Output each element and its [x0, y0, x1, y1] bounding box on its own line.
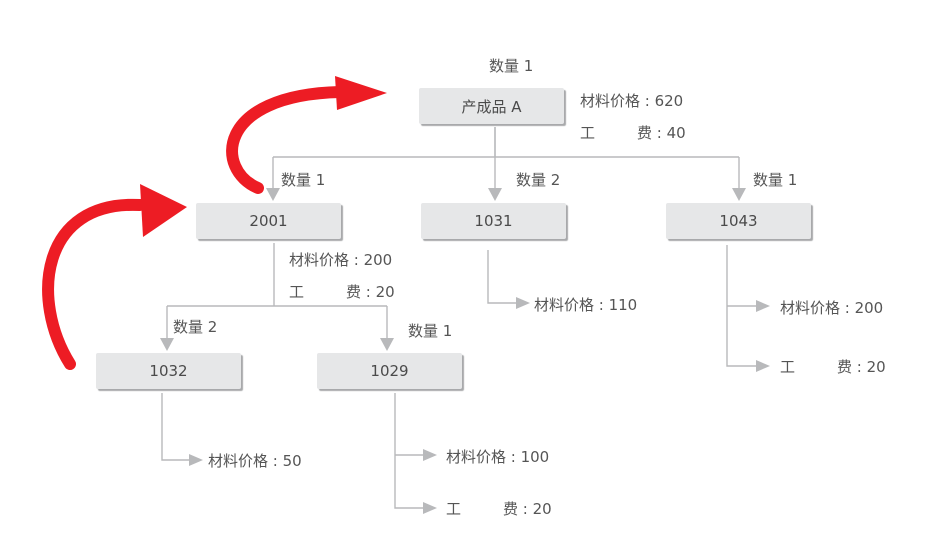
labor-cost-1029: 工 费 : 20	[446, 498, 552, 519]
labor-label-b: 费 : 20	[837, 358, 886, 376]
labor-label-b: 费 : 20	[503, 500, 552, 518]
material-price-1032: 材料价格 : 50	[208, 452, 302, 470]
arrowhead-icon	[488, 188, 502, 201]
arrowhead-icon	[756, 360, 770, 372]
labor-cost-2001: 工 费 : 20	[289, 281, 395, 302]
rollup-arrow-1032-to-2001	[42, 198, 146, 370]
rollup-arrowhead-icon	[335, 76, 387, 110]
arrowhead-icon	[380, 338, 394, 351]
rollup-arrow-2001-to-root	[226, 86, 346, 194]
labor-label-b: 费 : 20	[346, 283, 395, 301]
arrowhead-icon	[756, 300, 770, 312]
labor-cost-1043: 工 费 : 20	[780, 356, 886, 377]
node-1043[interactable]: 1043	[666, 203, 811, 239]
material-price-1043: 材料价格 : 200	[780, 299, 884, 317]
connector-1032-cost	[161, 393, 190, 461]
node-1032[interactable]: 1032	[96, 353, 241, 389]
arrowhead-icon	[516, 297, 530, 309]
labor-label-a: 工	[446, 500, 462, 518]
arrowhead-icon	[266, 188, 280, 201]
node-root[interactable]: 产成品 A	[419, 88, 564, 124]
arrowhead-icon	[423, 449, 437, 461]
labor-label-a: 工	[780, 358, 796, 376]
material-price-1031: 材料价格 : 110	[534, 296, 638, 314]
arrowhead-icon	[160, 338, 174, 351]
node-2001[interactable]: 2001	[196, 203, 341, 239]
qty-label-1029: 数量 1	[408, 322, 453, 340]
material-price-2001: 材料价格 : 200	[289, 251, 393, 269]
material-price-1029: 材料价格 : 100	[446, 448, 550, 466]
labor-label-b: 费 : 40	[637, 124, 686, 142]
connector-1029-cost	[394, 393, 425, 509]
labor-cost-root: 工 费 : 40	[580, 122, 686, 143]
arrowhead-icon	[423, 502, 437, 514]
labor-label-a: 工	[580, 124, 596, 142]
qty-label-1032: 数量 2	[173, 318, 218, 336]
qty-label-root: 数量 1	[489, 57, 534, 75]
node-1029[interactable]: 1029	[317, 353, 462, 389]
qty-label-2001: 数量 1	[281, 171, 326, 189]
connector-1031-cost	[487, 250, 518, 304]
arrowhead-icon	[189, 454, 203, 466]
labor-label-a: 工	[289, 283, 305, 301]
qty-label-1043: 数量 1	[753, 171, 798, 189]
rollup-arrowhead-icon	[140, 184, 187, 237]
connector-1043-cost	[726, 245, 758, 367]
arrowhead-icon	[732, 188, 746, 201]
qty-label-1031: 数量 2	[516, 171, 561, 189]
node-1031[interactable]: 1031	[421, 203, 566, 239]
material-price-root: 材料价格 : 620	[580, 92, 684, 110]
